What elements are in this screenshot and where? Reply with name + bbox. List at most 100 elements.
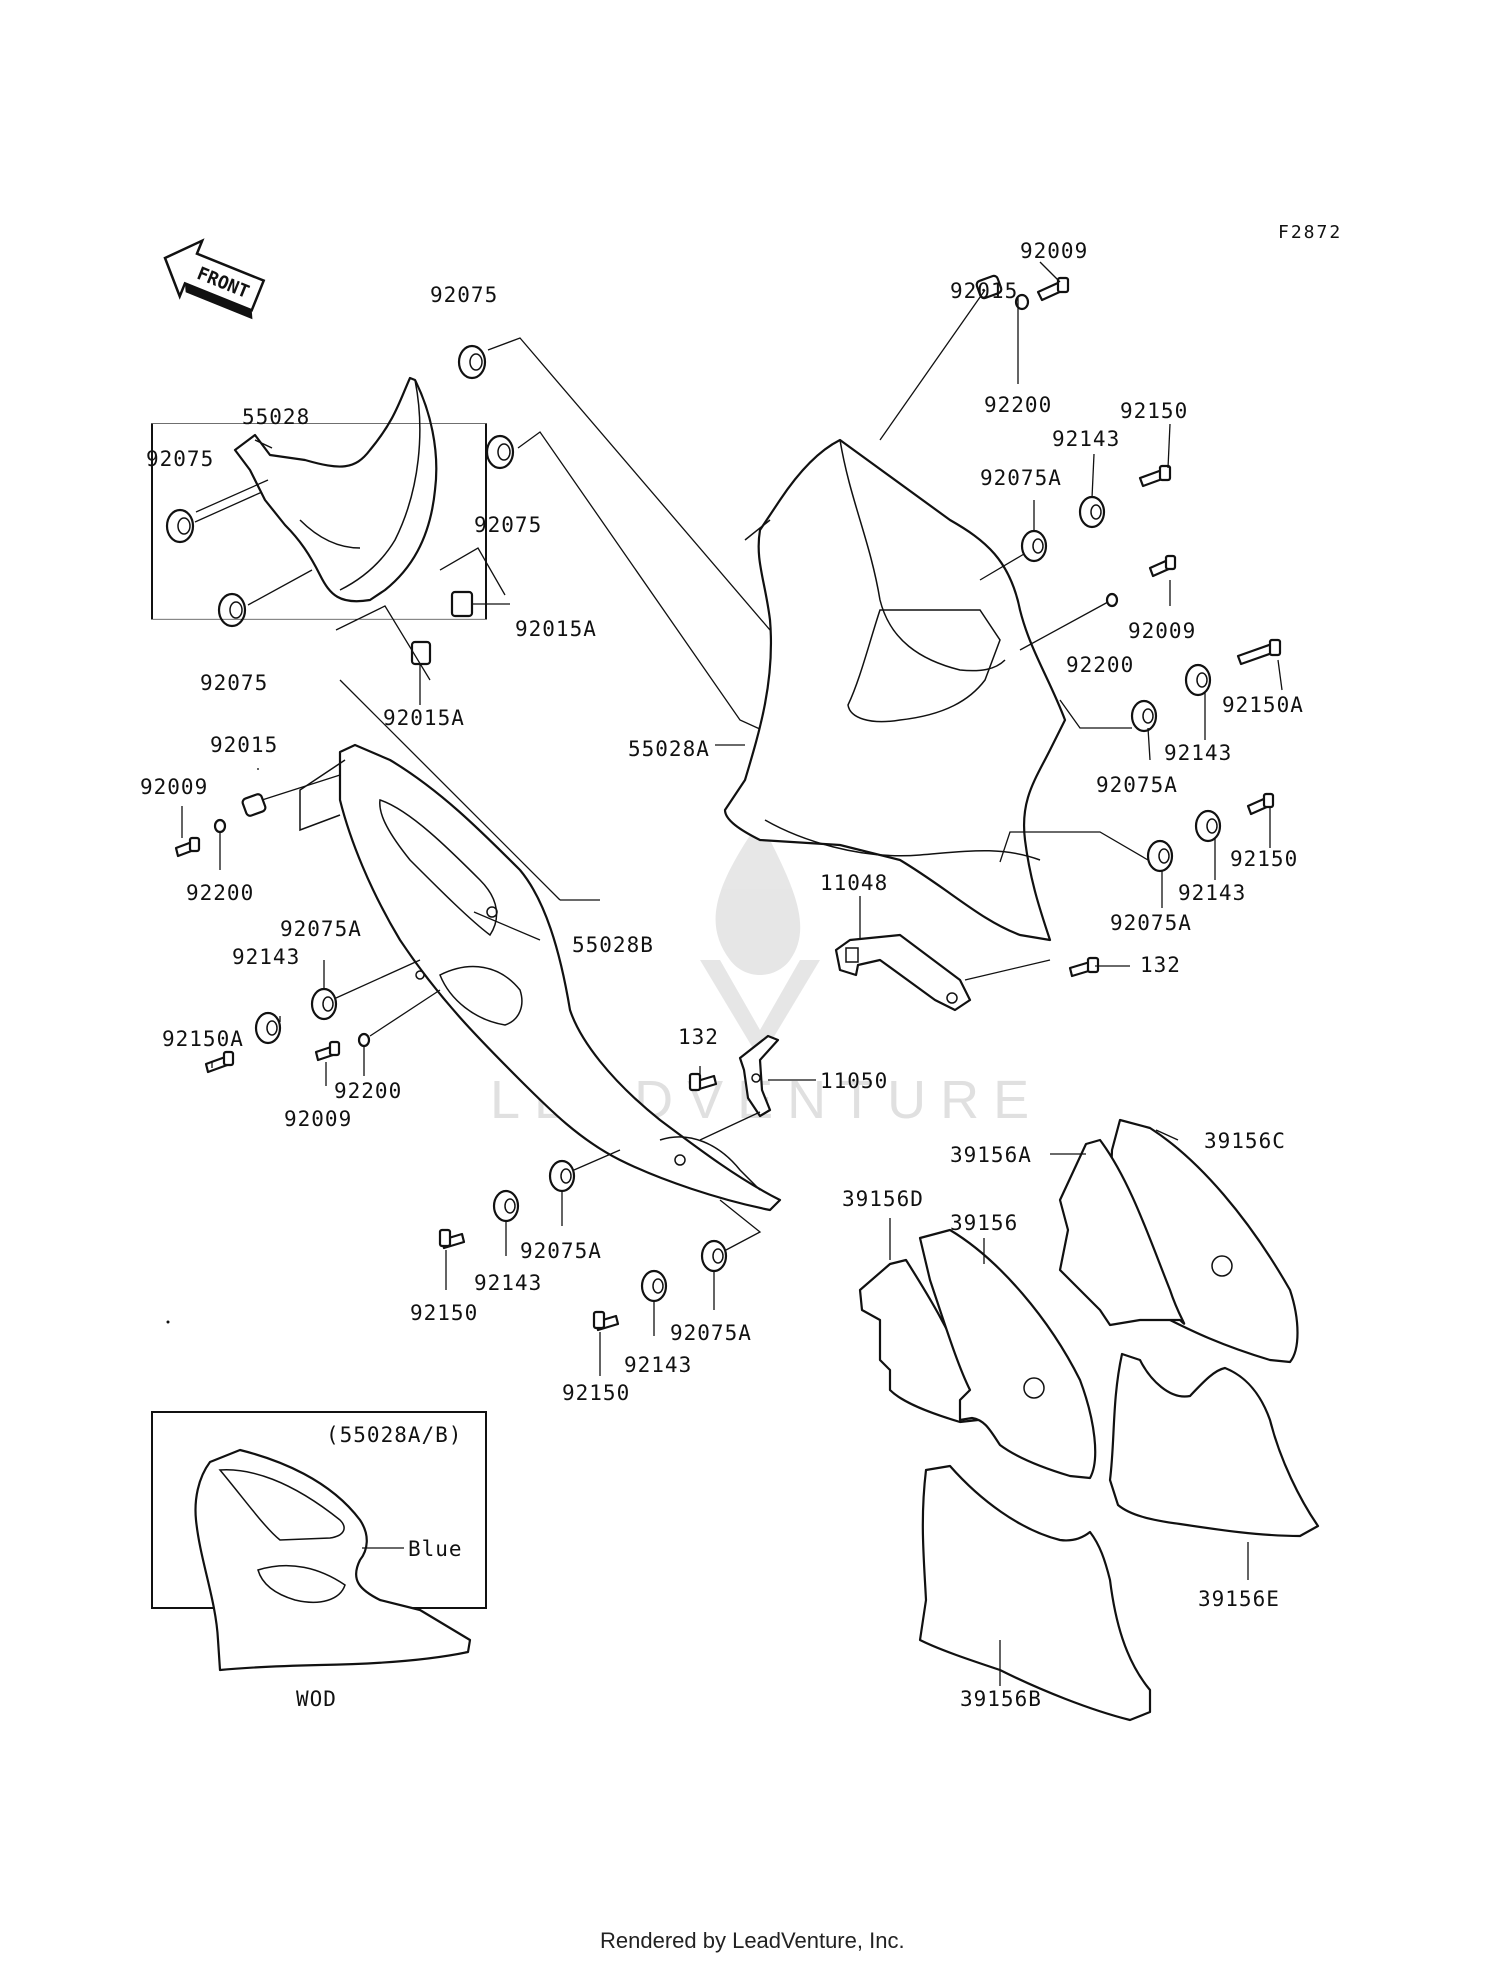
label-92143-r2: 92143 — [1164, 741, 1232, 765]
bolt-92150A-left — [204, 1050, 235, 1074]
label-92009-left: 92009 — [140, 775, 208, 799]
grommet-92075A-r2 — [1130, 699, 1158, 733]
bolt-92150-top — [1138, 464, 1172, 488]
insulator-39156A — [1058, 1138, 1186, 1327]
inset-cowl-panel — [257, 1564, 346, 1604]
watermark-v-icon — [700, 960, 820, 1060]
front-arrow-icon — [163, 238, 266, 312]
label-92200-left: 92200 — [186, 881, 254, 905]
insulator-39156 — [918, 1228, 1097, 1480]
label-92150A-right: 92150A — [1222, 693, 1304, 717]
label-11050: 11050 — [820, 1069, 888, 1093]
grommet-92143-bot1 — [492, 1189, 520, 1223]
bolt-92150-bot1 — [438, 1228, 466, 1250]
label-39156C: 39156C — [1204, 1129, 1286, 1153]
clip-92015A-1 — [450, 590, 474, 618]
grommet-92075A-left — [310, 987, 338, 1021]
front-arrow: FRONT — [163, 238, 266, 320]
grommet-92075A-top — [1020, 529, 1048, 563]
footer-credit: Rendered by LeadVenture, Inc. — [600, 1928, 905, 1953]
side-cowl-55028A — [723, 438, 1067, 942]
stray-dot — [166, 1320, 170, 1324]
label-92075A-r2: 92075A — [1096, 773, 1178, 797]
bracket-11050 — [738, 1034, 780, 1118]
grommet-92075-bot — [217, 592, 247, 628]
label-92150-top: 92150 — [1120, 399, 1188, 423]
label-11048: 11048 — [820, 871, 888, 895]
label-132-mid: 132 — [678, 1025, 719, 1049]
grommet-92075-top — [457, 344, 487, 380]
grommet-92143-r3 — [1194, 809, 1222, 843]
grommet-92075A-r3 — [1146, 839, 1174, 873]
label-92015-top: 92015 — [950, 279, 1018, 303]
washer-92200-mid — [1105, 592, 1119, 608]
inset-variant: WOD — [296, 1687, 337, 1711]
label-92200-top: 92200 — [984, 393, 1052, 417]
washer-92200-left2 — [357, 1032, 371, 1048]
bolt-92009-left — [174, 836, 201, 858]
label-92150A-left: 92150A — [162, 1027, 244, 1051]
label-55028B: 55028B — [572, 933, 654, 957]
inset-panel: (55028A/B) Blue WOD — [151, 423, 487, 1711]
label-92075A-top: 92075A — [980, 466, 1062, 490]
label-39156A: 39156A — [950, 1143, 1032, 1167]
bolt-92150-r3 — [1246, 792, 1275, 816]
grommet-92075A-bot1 — [548, 1159, 576, 1193]
label-55028: 55028 — [242, 405, 310, 429]
grommet-92143-top — [1078, 495, 1106, 529]
label-92015A-2: 92015A — [383, 706, 465, 730]
label-92009-left2: 92009 — [284, 1107, 352, 1131]
bolt-92009-top — [1036, 276, 1070, 302]
bracket-11048 — [834, 933, 972, 1012]
label-39156E: 39156E — [1198, 1587, 1280, 1611]
grommet-92143-bot2 — [640, 1269, 668, 1303]
grommet-92075-left — [165, 508, 195, 544]
label-92075A-r3: 92075A — [1110, 911, 1192, 935]
clip-92015A-2 — [410, 640, 432, 666]
label-92009-top: 92009 — [1020, 239, 1088, 263]
insulator-39156B — [918, 1464, 1152, 1722]
washer-92200-left — [213, 818, 227, 834]
label-92075A-bot2: 92075A — [670, 1321, 752, 1345]
label-132-right: 132 — [1140, 953, 1181, 977]
label-92200-left2: 92200 — [334, 1079, 402, 1103]
label-92015A-1: 92015A — [515, 617, 597, 641]
lower-cowl-55028B — [299, 743, 782, 1212]
label-92143-top: 92143 — [1052, 427, 1120, 451]
inner-cowl-55028 — [233, 376, 438, 603]
washer-92200-top — [1014, 293, 1030, 311]
label-92075-left: 92075 — [146, 447, 214, 471]
label-92150-r3: 92150 — [1230, 847, 1298, 871]
label-92075-top: 92075 — [430, 283, 498, 307]
label-92200-mid: 92200 — [1066, 653, 1134, 677]
label-92075A-left: 92075A — [280, 917, 362, 941]
watermark-flame-icon — [715, 820, 801, 975]
grommet-92143-left — [254, 1011, 282, 1045]
label-92143-left: 92143 — [232, 945, 300, 969]
bolt-92150A-right — [1236, 638, 1282, 666]
inset-cowl — [194, 1448, 472, 1672]
label-39156D: 39156D — [842, 1187, 924, 1211]
grommet-92075-mid — [485, 434, 515, 470]
inset-frame — [151, 423, 487, 620]
insulator-39156E — [1108, 1352, 1320, 1538]
label-92075-bot: 92075 — [200, 671, 268, 695]
bolt-92009-left2 — [314, 1040, 341, 1062]
grommet-92075A-bot2 — [700, 1239, 728, 1273]
bolt-92009-mid — [1148, 554, 1177, 578]
bolt-92150-bot2 — [592, 1310, 620, 1332]
label-92143-bot1: 92143 — [474, 1271, 542, 1295]
label-92143-r3: 92143 — [1178, 881, 1246, 905]
collar-92015-left — [241, 793, 267, 817]
inset-title: (55028A/B) — [326, 1423, 462, 1447]
inset-cowl-vent — [218, 1469, 345, 1541]
grommet-92143-r2 — [1184, 663, 1212, 697]
figure-code: F2872 — [1278, 222, 1342, 243]
front-arrow-shadow — [184, 283, 253, 320]
bolt-132-right — [1068, 956, 1100, 978]
label-92015-left: 92015 — [210, 733, 278, 757]
label-92075A-bot1: 92075A — [520, 1239, 602, 1263]
label-39156B: 39156B — [960, 1687, 1042, 1711]
label-92075-mid: 92075 — [474, 513, 542, 537]
